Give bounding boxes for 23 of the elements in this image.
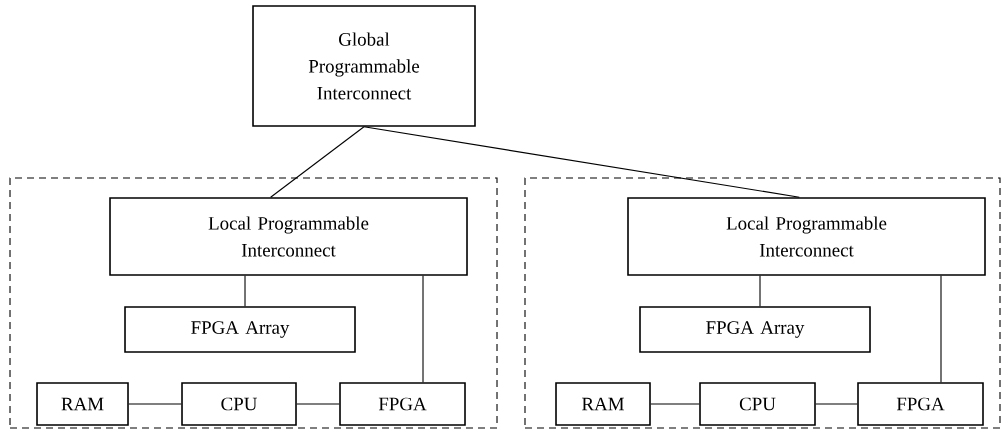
connector-line [422,275,424,383]
group-frame [524,177,1001,429]
connector-line [815,403,858,405]
component-box: FPGA [339,382,466,426]
component-box: FPGA [857,382,984,426]
component-box: RAM [555,382,651,426]
component-box: CPU [181,382,297,426]
connector-line [759,275,761,307]
connector-line [270,126,365,198]
component-box: CPU [699,382,816,426]
connector-line [128,403,182,405]
connector-line [244,275,246,307]
component-box: FPGA Array [124,306,356,353]
connector-line [940,275,942,383]
interconnect-box: Global Programmable Interconnect [252,5,476,127]
component-box: Local Programmable Interconnect [627,197,986,276]
connector-line [363,126,800,198]
component-box: FPGA Array [639,306,871,353]
group-frame [9,177,498,429]
component-box: Local Programmable Interconnect [109,197,468,276]
connector-line [650,403,700,405]
component-box: RAM [36,382,129,426]
connector-line [296,403,340,405]
